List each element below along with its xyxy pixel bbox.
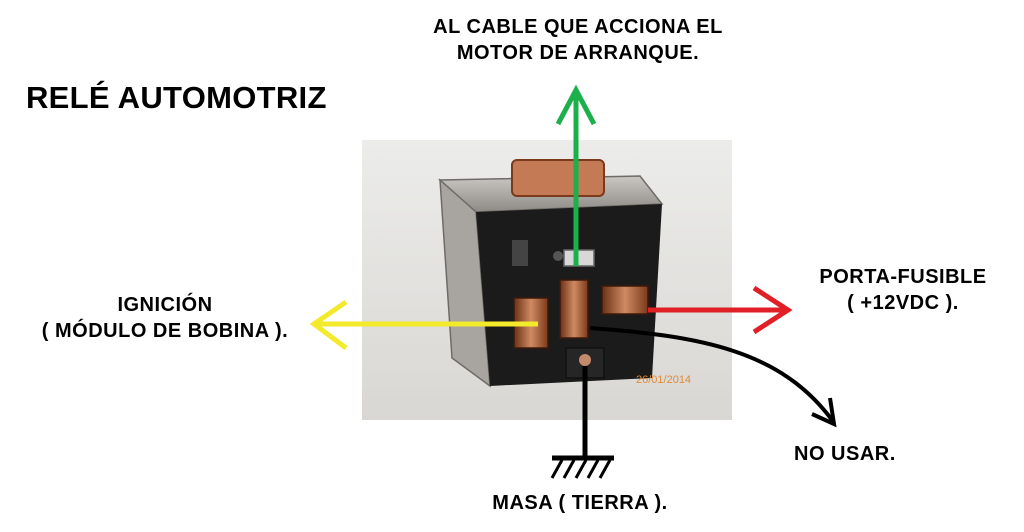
- ignition-arrow-head: [309, 299, 348, 350]
- fuse-holder-label: PORTA-FUSIBLE ( +12VDC ).: [792, 264, 1014, 316]
- mounting-hole: [579, 354, 591, 366]
- terminal-center: [559, 279, 589, 339]
- no-usar-label: NO USAR.: [794, 443, 896, 465]
- terminal-top: [563, 249, 595, 267]
- ignition-label-line1: IGNICIÓN: [117, 294, 213, 316]
- diagram-title: RELÉ AUTOMOTRIZ: [26, 80, 327, 115]
- starter-motor-label-line2: MOTOR DE ARRANQUE.: [456, 42, 700, 64]
- relay-slot: [512, 240, 528, 266]
- ignition-label-line2: ( MÓDULO DE BOBINA ).: [41, 320, 289, 342]
- starter-motor-label-line1: AL CABLE QUE ACCIONA EL: [433, 16, 723, 38]
- ground-label: MASA ( TIERRA ).: [492, 492, 668, 514]
- relay-rivet: [553, 251, 563, 261]
- fuse-holder-label-line1: PORTA-FUSIBLE: [819, 266, 987, 288]
- ignition-label: IGNICIÓN ( MÓDULO DE BOBINA ).: [0, 292, 330, 344]
- no-usar-arrow-head: [811, 397, 837, 428]
- no-usar-arrow-shaft: [589, 326, 834, 422]
- fuse-arrow-head: [752, 285, 793, 335]
- starter-arrow-head: [555, 84, 597, 126]
- terminal-right: [601, 285, 649, 315]
- ground-symbol-hatch: [550, 459, 612, 479]
- relay-coil: [511, 159, 605, 197]
- starter-motor-label: AL CABLE QUE ACCIONA EL MOTOR DE ARRANQU…: [400, 14, 756, 66]
- fuse-holder-label-line2: ( +12VDC ).: [847, 292, 959, 314]
- photo-date-stamp: 26/01/2014: [636, 374, 691, 386]
